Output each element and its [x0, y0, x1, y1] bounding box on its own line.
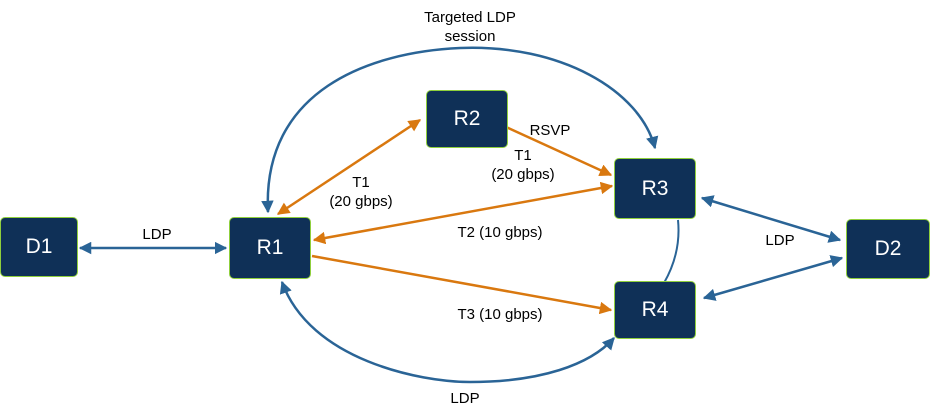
t1-left-label: T1 (20 gbps)	[318, 173, 404, 211]
rsvp-label: RSVP	[529, 122, 571, 139]
targeted-ldp-label-line1: Targeted LDP	[424, 9, 516, 26]
ldp-arc-r1-r4	[279, 280, 615, 384]
ldp-link-r4-d2	[702, 255, 844, 301]
t3-label: T3 (10 gbps)	[457, 306, 543, 323]
ldp-label-d1-r1: LDP	[142, 226, 172, 243]
node-r3: R3	[614, 158, 696, 219]
node-d2: D2	[846, 219, 930, 279]
t1-right-label-line2: (20 gbps)	[491, 166, 555, 183]
t2-label: T2 (10 gbps)	[457, 224, 543, 241]
t1-left-label-line1: T1	[352, 174, 370, 191]
tunnel-t2-r3-r1	[312, 181, 614, 245]
node-r1: R1	[229, 217, 311, 279]
t1-left-label-line2: (20 gbps)	[329, 193, 393, 210]
tunnel-t3-r1-r4	[311, 254, 613, 315]
node-d1: D1	[0, 217, 78, 277]
t1-right-label-line1: T1	[514, 147, 532, 164]
node-r4: R4	[614, 281, 696, 339]
ldp-label-r3-d2: LDP	[765, 232, 795, 249]
targeted-ldp-label: Targeted LDP session	[400, 8, 540, 46]
node-r2: R2	[426, 90, 508, 148]
link-r3-r4	[663, 219, 680, 284]
targeted-ldp-label-line2: session	[444, 28, 496, 45]
ldp-link-r3-d2	[700, 195, 842, 243]
tunnel-t1-r1-r2	[276, 118, 422, 216]
ldp-label-bottom: LDP	[450, 390, 480, 407]
tunnel-t1-r2-r3	[505, 125, 613, 177]
t1-right-label: T1 (20 gbps)	[480, 146, 566, 184]
